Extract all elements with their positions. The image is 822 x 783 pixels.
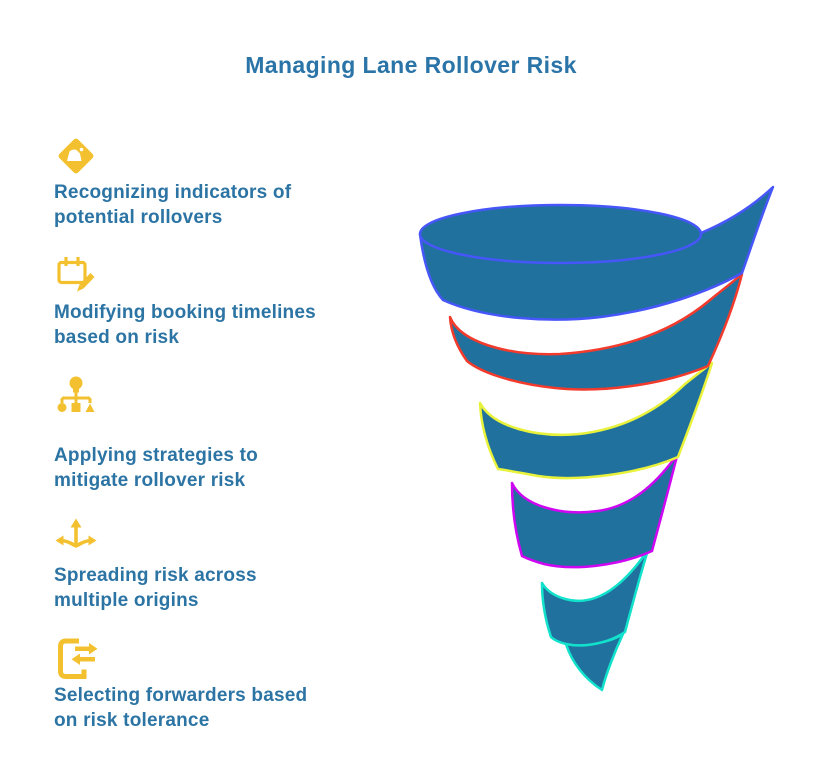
label-line: Selecting forwarders based: [54, 685, 308, 706]
label-line: multiple origins: [54, 590, 199, 611]
list-item-recognizing-indicators: Recognizing indicators of potential roll…: [54, 134, 404, 230]
label-line: Modifying booking timelines: [54, 302, 316, 323]
page-title: Managing Lane Rollover Risk: [245, 52, 577, 78]
funnel-band-5: [540, 548, 650, 647]
item-label: Recognizing indicators of potential roll…: [54, 180, 404, 230]
strategy-hierarchy-icon: [57, 376, 95, 412]
label-line: Applying strategies to: [54, 445, 258, 466]
item-label: Applying strategies to mitigate rollover…: [54, 443, 404, 493]
calendar-edit-icon: [57, 257, 95, 292]
item-label: Spreading risk across multiple origins: [54, 563, 404, 613]
list-item-applying-strategies: Applying strategies to mitigate rollover…: [54, 374, 404, 493]
forwarder-transfer-icon: [58, 638, 98, 679]
spiral-funnel-graphic: [418, 185, 775, 692]
funnel-band-2: [448, 272, 744, 391]
label-line: on risk tolerance: [54, 710, 210, 731]
item-label: Modifying booking timelines based on ris…: [54, 300, 404, 350]
funnel-band-3: [478, 361, 714, 480]
rollover-warning-icon: [58, 138, 94, 174]
label-line: based on risk: [54, 327, 180, 348]
list-item-selecting-forwarders: Selecting forwarders based on risk toler…: [54, 634, 404, 733]
item-label: Selecting forwarders based on risk toler…: [54, 683, 404, 733]
spread-arrows-icon: [55, 518, 97, 548]
list-item-modifying-timelines: Modifying booking timelines based on ris…: [54, 252, 404, 350]
label-line: mitigate rollover risk: [54, 470, 246, 491]
funnel-band-4: [510, 454, 679, 569]
label-line: Spreading risk across: [54, 565, 257, 586]
label-line: Recognizing indicators of: [54, 182, 292, 203]
label-line: potential rollovers: [54, 207, 223, 228]
funnel-mouth: [418, 203, 703, 265]
list-item-spreading-risk: Spreading risk across multiple origins: [54, 514, 404, 613]
